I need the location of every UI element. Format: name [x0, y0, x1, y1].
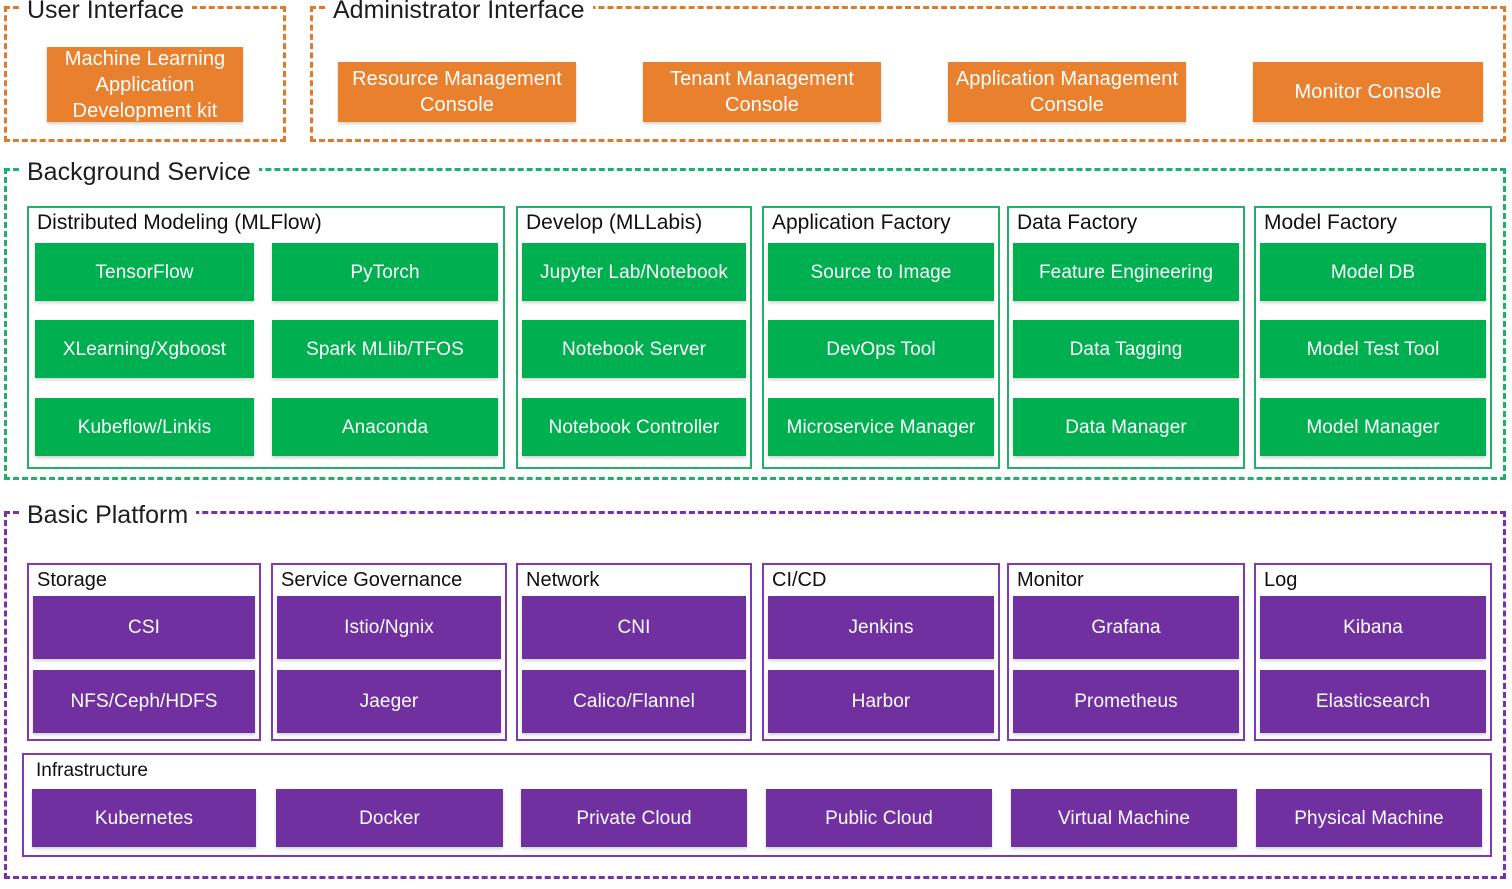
ui-tile-ml-app-dev-kit[interactable]: Machine Learning Application Development… [47, 47, 243, 122]
tile-kubeflow-linkis[interactable]: Kubeflow/Linkis [35, 398, 254, 456]
tile-model-test-tool[interactable]: Model Test Tool [1260, 320, 1486, 378]
group-distributed-modeling-title: Distributed Modeling (MLFlow) [37, 210, 326, 236]
tile-anaconda[interactable]: Anaconda [272, 398, 498, 456]
tile-harbor[interactable]: Harbor [768, 670, 994, 733]
tile-calico-flannel[interactable]: Calico/Flannel [522, 670, 746, 733]
tile-source-to-image[interactable]: Source to Image [768, 243, 994, 301]
group-service-governance-title: Service Governance [281, 567, 467, 593]
tile-data-manager[interactable]: Data Manager [1013, 398, 1239, 456]
group-application-factory-title: Application Factory [772, 210, 955, 236]
tile-devops-tool[interactable]: DevOps Tool [768, 320, 994, 378]
group-model-factory-title: Model Factory [1264, 210, 1402, 236]
tile-grafana[interactable]: Grafana [1013, 596, 1239, 659]
tile-feature-engineering[interactable]: Feature Engineering [1013, 243, 1239, 301]
tile-nfs-ceph-hdfs[interactable]: NFS/Ceph/HDFS [33, 670, 255, 733]
tile-virtual-machine[interactable]: Virtual Machine [1011, 789, 1237, 847]
group-log-title: Log [1264, 567, 1302, 593]
tile-xlearning-xgboost[interactable]: XLearning/Xgboost [35, 320, 254, 378]
tile-data-tagging[interactable]: Data Tagging [1013, 320, 1239, 378]
tile-notebook-controller[interactable]: Notebook Controller [522, 398, 746, 456]
administrator-interface-band: Administrator Interface [310, 0, 1506, 142]
tile-docker[interactable]: Docker [276, 789, 503, 847]
tile-csi[interactable]: CSI [33, 596, 255, 659]
tile-elasticsearch[interactable]: Elasticsearch [1260, 670, 1486, 733]
tile-cni[interactable]: CNI [522, 596, 746, 659]
tile-notebook-server[interactable]: Notebook Server [522, 320, 746, 378]
user-interface-title: User Interface [21, 0, 193, 25]
tile-public-cloud[interactable]: Public Cloud [766, 789, 992, 847]
tile-kubernetes[interactable]: Kubernetes [32, 789, 256, 847]
background-service-band: Background Service [4, 157, 1506, 480]
basic-platform-band: Basic Platform [4, 500, 1506, 879]
tile-model-db[interactable]: Model DB [1260, 243, 1486, 301]
tile-private-cloud[interactable]: Private Cloud [521, 789, 747, 847]
tile-prometheus[interactable]: Prometheus [1013, 670, 1239, 733]
group-storage-title: Storage [37, 567, 112, 593]
basic-platform-title: Basic Platform [21, 500, 197, 530]
group-cicd-title: CI/CD [772, 567, 831, 593]
tile-physical-machine[interactable]: Physical Machine [1256, 789, 1482, 847]
tile-pytorch[interactable]: PyTorch [272, 243, 498, 301]
admin-tile-resource-management-console[interactable]: Resource Management Console [338, 62, 576, 122]
group-develop-mllabis-title: Develop (MLLabis) [526, 210, 707, 236]
administrator-interface-title: Administrator Interface [327, 0, 593, 25]
user-interface-band: User Interface [4, 0, 286, 142]
tile-tensorflow[interactable]: TensorFlow [35, 243, 254, 301]
tile-microservice-manager[interactable]: Microservice Manager [768, 398, 994, 456]
group-infrastructure: Infrastructure [22, 753, 1492, 857]
tile-jupyter-lab-notebook[interactable]: Jupyter Lab/Notebook [522, 243, 746, 301]
group-network-title: Network [526, 567, 604, 593]
tile-kibana[interactable]: Kibana [1260, 596, 1486, 659]
admin-tile-monitor-console[interactable]: Monitor Console [1253, 62, 1483, 122]
group-data-factory-title: Data Factory [1017, 210, 1142, 236]
tile-jaeger[interactable]: Jaeger [277, 670, 501, 733]
group-monitor-title: Monitor [1017, 567, 1088, 593]
admin-tile-tenant-management-console[interactable]: Tenant Management Console [643, 62, 881, 122]
group-infrastructure-title: Infrastructure [36, 758, 152, 784]
background-service-title: Background Service [21, 157, 259, 187]
tile-jenkins[interactable]: Jenkins [768, 596, 994, 659]
admin-tile-application-management-console[interactable]: Application Management Console [948, 62, 1186, 122]
tile-spark-mllib-tfos[interactable]: Spark MLlib/TFOS [272, 320, 498, 378]
tile-model-manager[interactable]: Model Manager [1260, 398, 1486, 456]
tile-istio-ngnix[interactable]: Istio/Ngnix [277, 596, 501, 659]
